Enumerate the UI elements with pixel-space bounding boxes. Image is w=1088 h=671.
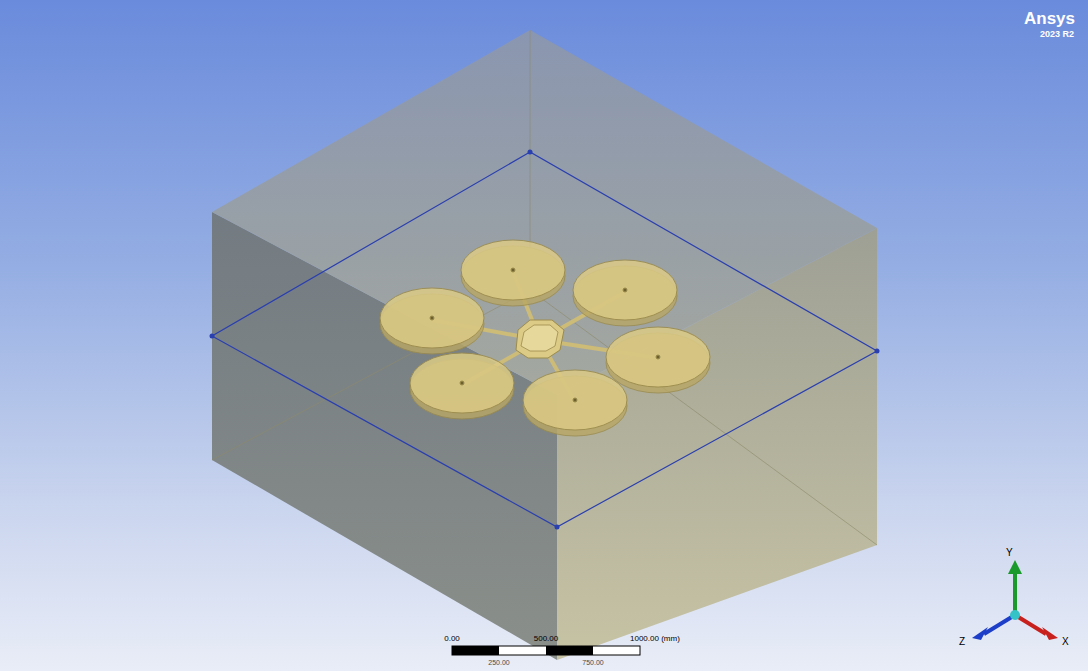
scale-value: 250.00: [488, 659, 509, 666]
axis-label: X: [1062, 637, 1069, 647]
axis-label: Y: [1006, 548, 1013, 558]
scale-value: 0.00: [444, 635, 460, 643]
rotor-disc: [380, 240, 710, 436]
enclosure-face: [212, 30, 877, 395]
plane-point: [210, 150, 880, 530]
scale-bar: [452, 646, 640, 655]
product-logo: Ansys: [1024, 10, 1075, 27]
scale-value: 1000.00 (mm): [630, 635, 680, 643]
drone-hub: [516, 320, 564, 358]
axis-label: Z: [959, 637, 965, 647]
scale-value: 750.00: [582, 659, 603, 666]
hidden-edge: [212, 30, 877, 545]
product-logo: 2023 R2: [1040, 30, 1074, 39]
scale-value: 500.00: [534, 635, 558, 643]
axis-triad: [972, 560, 1058, 640]
drone-hub: [521, 325, 558, 351]
symmetry-plane: [212, 152, 877, 527]
